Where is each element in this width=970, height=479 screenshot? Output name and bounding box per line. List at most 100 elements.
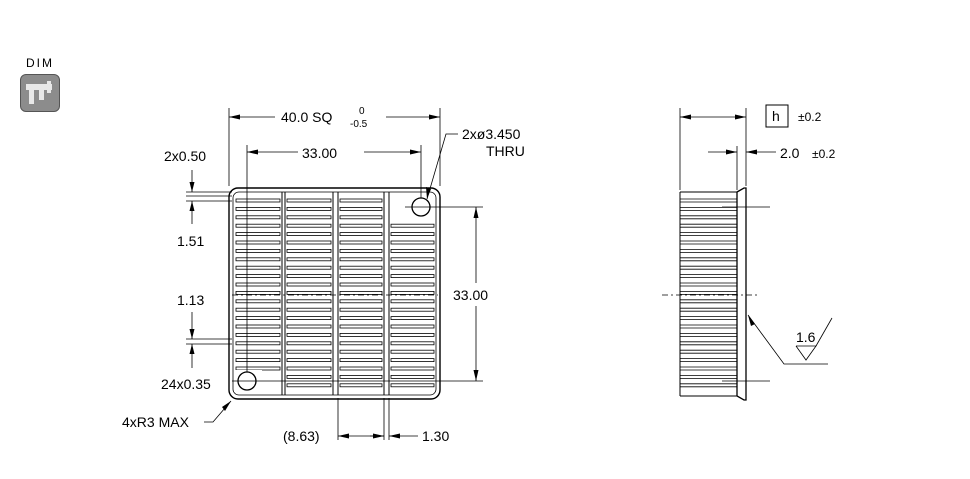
- vertical-pitch-label: 33.00: [453, 287, 488, 303]
- hole-callout-line1: 2xø3.450: [462, 126, 521, 142]
- fin-slot: [390, 257, 435, 262]
- fin-slot: [235, 198, 281, 203]
- fin-slot: [339, 349, 383, 354]
- fin-slot: [235, 248, 281, 253]
- fin-slot: [235, 349, 281, 354]
- fin-slot: [339, 223, 383, 228]
- fin-slot: [339, 257, 383, 262]
- fin-height-tol: ±0.2: [798, 110, 822, 124]
- fin-slot: [390, 232, 435, 237]
- slot-dividers: [281, 192, 390, 395]
- fin-slot: [235, 257, 281, 262]
- surface-finish-value: 1.6: [796, 329, 816, 345]
- fin-height-box: [765, 104, 789, 128]
- fin-slot: [235, 274, 281, 279]
- fin-slot: [286, 240, 332, 245]
- fin-slot: [339, 383, 383, 388]
- fin-slot: [390, 248, 435, 253]
- mounting-hole-bottom-left: [232, 370, 483, 392]
- fin-slot: [390, 240, 435, 245]
- fin-slot: [339, 366, 383, 371]
- fin-pitch-label: 1.13: [177, 292, 204, 308]
- fin-slot: [235, 316, 281, 321]
- fin-slot: [390, 349, 435, 354]
- fin-slot: [286, 282, 332, 287]
- side-view: h ±0.2 2.0 ±0.2 1.6: [662, 104, 836, 401]
- corner-radius-label: 4xR3 MAX: [122, 414, 190, 430]
- fin-slot: [390, 324, 435, 329]
- fin-slot: [286, 215, 332, 220]
- fin-slot: [390, 316, 435, 321]
- fin-slot: [235, 341, 281, 346]
- fin-slot: [390, 366, 435, 371]
- fin-slot: [286, 206, 332, 211]
- fin-slot: [286, 307, 332, 312]
- fin-slot: [235, 299, 281, 304]
- fin-slot: [390, 307, 435, 312]
- fin-slot: [286, 316, 332, 321]
- fin-slot: [235, 307, 281, 312]
- hole-callout-line2: THRU: [486, 143, 525, 159]
- fin-slot: [235, 232, 281, 237]
- fin-slot: [286, 248, 332, 253]
- fin-slot: [339, 307, 383, 312]
- slot-offset-label: (8.63): [283, 428, 320, 444]
- fin-slot: [339, 206, 383, 211]
- base-plate: [736, 187, 747, 401]
- fin-slot: [339, 341, 383, 346]
- fin-slot: [286, 223, 332, 228]
- fin-slot: [235, 332, 281, 337]
- fin-slot: [235, 223, 281, 228]
- heatsink-outline: [228, 187, 441, 400]
- front-view: 40.0 SQ 0 -0.5 33.00 2xø3.450 THRU 2x0.5…: [122, 106, 525, 444]
- fin-slot: [339, 198, 383, 203]
- fin-slot: [235, 240, 281, 245]
- fin-slot: [286, 274, 332, 279]
- fin-slot: [390, 282, 435, 287]
- surface-finish-symbol: 1.6: [747, 314, 833, 365]
- fin-slot: [235, 324, 281, 329]
- fin-height-symbol: h: [772, 108, 780, 124]
- rail-label: 2x0.50: [164, 148, 206, 164]
- fin-slot: [339, 324, 383, 329]
- fin-slot: [235, 206, 281, 211]
- fin-slot: [286, 332, 332, 337]
- fin-slot: [339, 332, 383, 337]
- fin-slot: [286, 198, 332, 203]
- side-fins: [680, 198, 737, 388]
- fin-slot: [235, 215, 281, 220]
- fin-slot: [286, 324, 332, 329]
- dim-badge: DIM: [18, 56, 62, 116]
- fin-slot: [339, 299, 383, 304]
- fin-slot: [390, 290, 435, 295]
- fin-slot: [235, 282, 281, 287]
- dim-label: DIM: [26, 56, 54, 70]
- fin-grid: [235, 198, 435, 388]
- fin-slot: [339, 232, 383, 237]
- fin-slot: [286, 366, 332, 371]
- fin-slot: [286, 299, 332, 304]
- heatsink-inner-frame: [232, 191, 437, 396]
- fin-slot: [286, 383, 332, 388]
- fin-slot: [286, 290, 332, 295]
- fin-slot: [235, 366, 281, 371]
- fin-slot: [235, 358, 281, 363]
- base-thickness-tol: ±0.2: [812, 147, 836, 161]
- fin-slot: [339, 290, 383, 295]
- fin-slot: [286, 358, 332, 363]
- overall-size-label: 40.0 SQ: [281, 109, 332, 125]
- caliper-icon: [20, 74, 60, 112]
- slot-width-label: 1.30: [422, 428, 449, 444]
- fin-slot: [235, 290, 281, 295]
- fin-slot: [339, 316, 383, 321]
- fin-slot: [339, 358, 383, 363]
- fin-slot: [390, 223, 435, 228]
- fin-slot: [390, 332, 435, 337]
- fin-slot: [286, 257, 332, 262]
- mounting-hole-top-right: [405, 195, 483, 217]
- hole-pitch-label: 33.00: [302, 145, 337, 161]
- fin-slot: [390, 299, 435, 304]
- hole-leader: [426, 133, 458, 200]
- fin-gap-label: 24x0.35: [161, 376, 211, 392]
